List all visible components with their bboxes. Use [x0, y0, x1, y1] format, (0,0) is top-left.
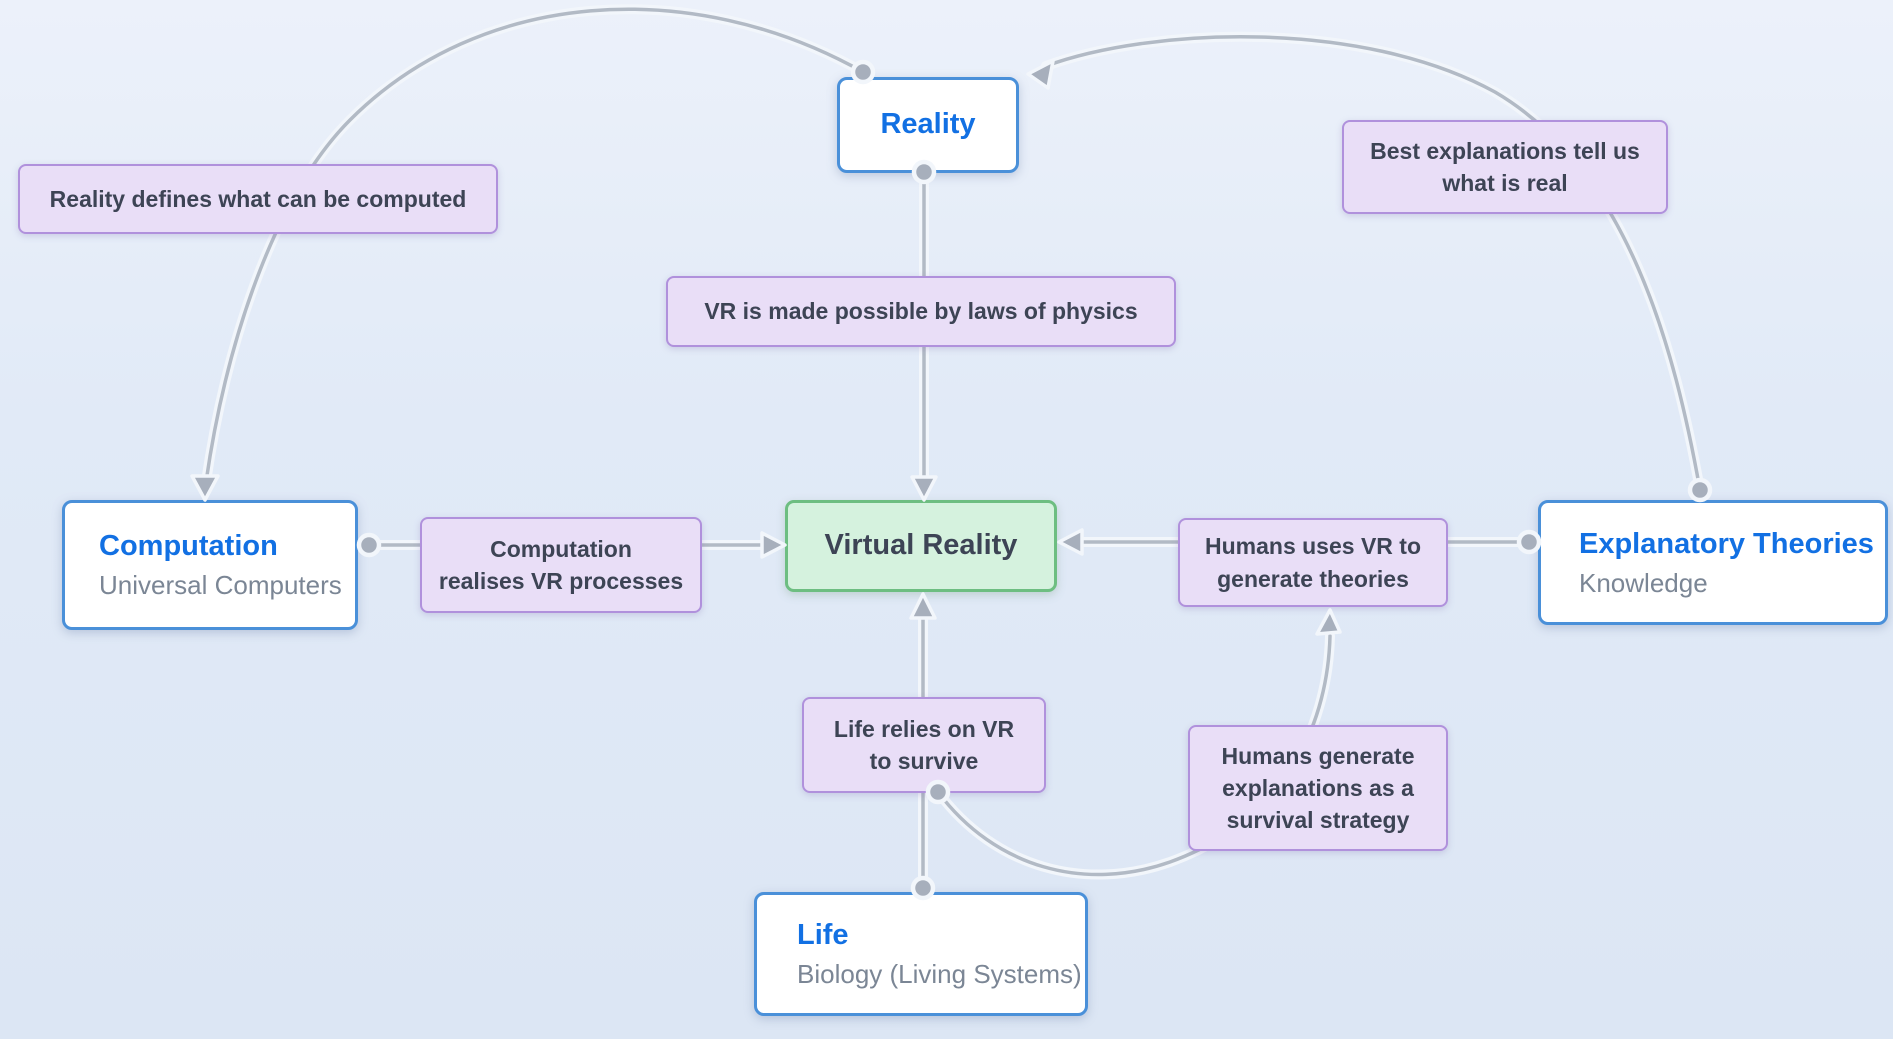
node-reality[interactable]: Reality: [837, 77, 1019, 173]
edge-line-reality-to-computation[interactable]: [204, 7, 865, 484]
node-reality-title: Reality: [880, 108, 976, 141]
edge-connector-dot-icon[interactable]: [911, 159, 937, 185]
edge-connector-dot-icon[interactable]: [850, 59, 876, 85]
edge-label-text: Best explanations tell us what is real: [1370, 137, 1640, 196]
edge-label-text: Humans generate explanations as a surviv…: [1221, 742, 1415, 834]
edge-line-explanatory-to-reality[interactable]: [1044, 35, 1702, 492]
edge-label-vr-laws-of-physics[interactable]: VR is made possible by laws of physics: [666, 276, 1176, 347]
node-virtual-reality[interactable]: Virtual Reality: [785, 500, 1057, 592]
edge-connector-dot-icon[interactable]: [910, 875, 936, 901]
arrowhead-into-vr-right-icon: [1057, 528, 1084, 556]
node-explanatory-theories-subtitle: Knowledge: [1579, 567, 1708, 598]
arrowhead-into-computation-icon: [190, 474, 220, 502]
node-computation-title: Computation: [99, 530, 278, 563]
edge-connector-dot-icon[interactable]: [1516, 529, 1542, 555]
node-life-title: Life: [797, 919, 849, 952]
edge-reality-to-computation[interactable]: [201, 4, 868, 487]
node-computation-subtitle: Universal Computers: [99, 570, 342, 601]
edge-explanatory-to-reality[interactable]: [1041, 31, 1705, 495]
edge-label-text: Reality defines what can be computed: [49, 185, 467, 212]
node-life-subtitle: Biology (Living Systems): [797, 959, 1082, 990]
edge-life-to-theories[interactable]: [933, 631, 1335, 880]
node-explanatory-theories[interactable]: Explanatory Theories Knowledge: [1538, 500, 1888, 625]
node-virtual-reality-title: Virtual Reality: [824, 529, 1018, 562]
arrowhead-into-vr-top-icon: [910, 475, 938, 502]
edge-line-life-to-theories[interactable]: [936, 634, 1332, 877]
edge-connector-dot-icon[interactable]: [1687, 477, 1713, 503]
edge-label-computation-realises-vr[interactable]: Computation realises VR processes: [420, 517, 702, 613]
edge-label-reality-defines-computed[interactable]: Reality defines what can be computed: [18, 164, 498, 234]
edge-label-text: Computation realises VR processes: [438, 535, 684, 594]
edge-connector-dot-icon[interactable]: [925, 779, 951, 805]
edge-label-text: VR is made possible by laws of physics: [704, 298, 1138, 325]
node-life[interactable]: Life Biology (Living Systems): [754, 892, 1088, 1016]
edge-connector-dot-icon[interactable]: [356, 532, 382, 558]
arrowhead-into-reality-icon: [1026, 59, 1055, 90]
arrowhead-into-vr-bottom-icon: [909, 592, 937, 620]
edge-label-humans-use-vr[interactable]: Humans uses VR to generate theories: [1178, 518, 1448, 607]
edge-label-humans-generate-explanations[interactable]: Humans generate explanations as a surviv…: [1188, 725, 1448, 851]
arrowhead-into-humans-use-vr-icon: [1315, 608, 1342, 636]
edge-label-text: Humans uses VR to generate theories: [1205, 533, 1421, 592]
arrowhead-into-vr-left-icon: [760, 531, 787, 559]
node-computation[interactable]: Computation Universal Computers: [62, 500, 358, 630]
edge-label-text: Life relies on VR to survive: [833, 715, 1015, 774]
edge-label-life-relies-on-vr[interactable]: Life relies on VR to survive: [802, 697, 1046, 793]
edge-label-best-explanations[interactable]: Best explanations tell us what is real: [1342, 120, 1668, 214]
node-explanatory-theories-title: Explanatory Theories: [1579, 527, 1874, 560]
